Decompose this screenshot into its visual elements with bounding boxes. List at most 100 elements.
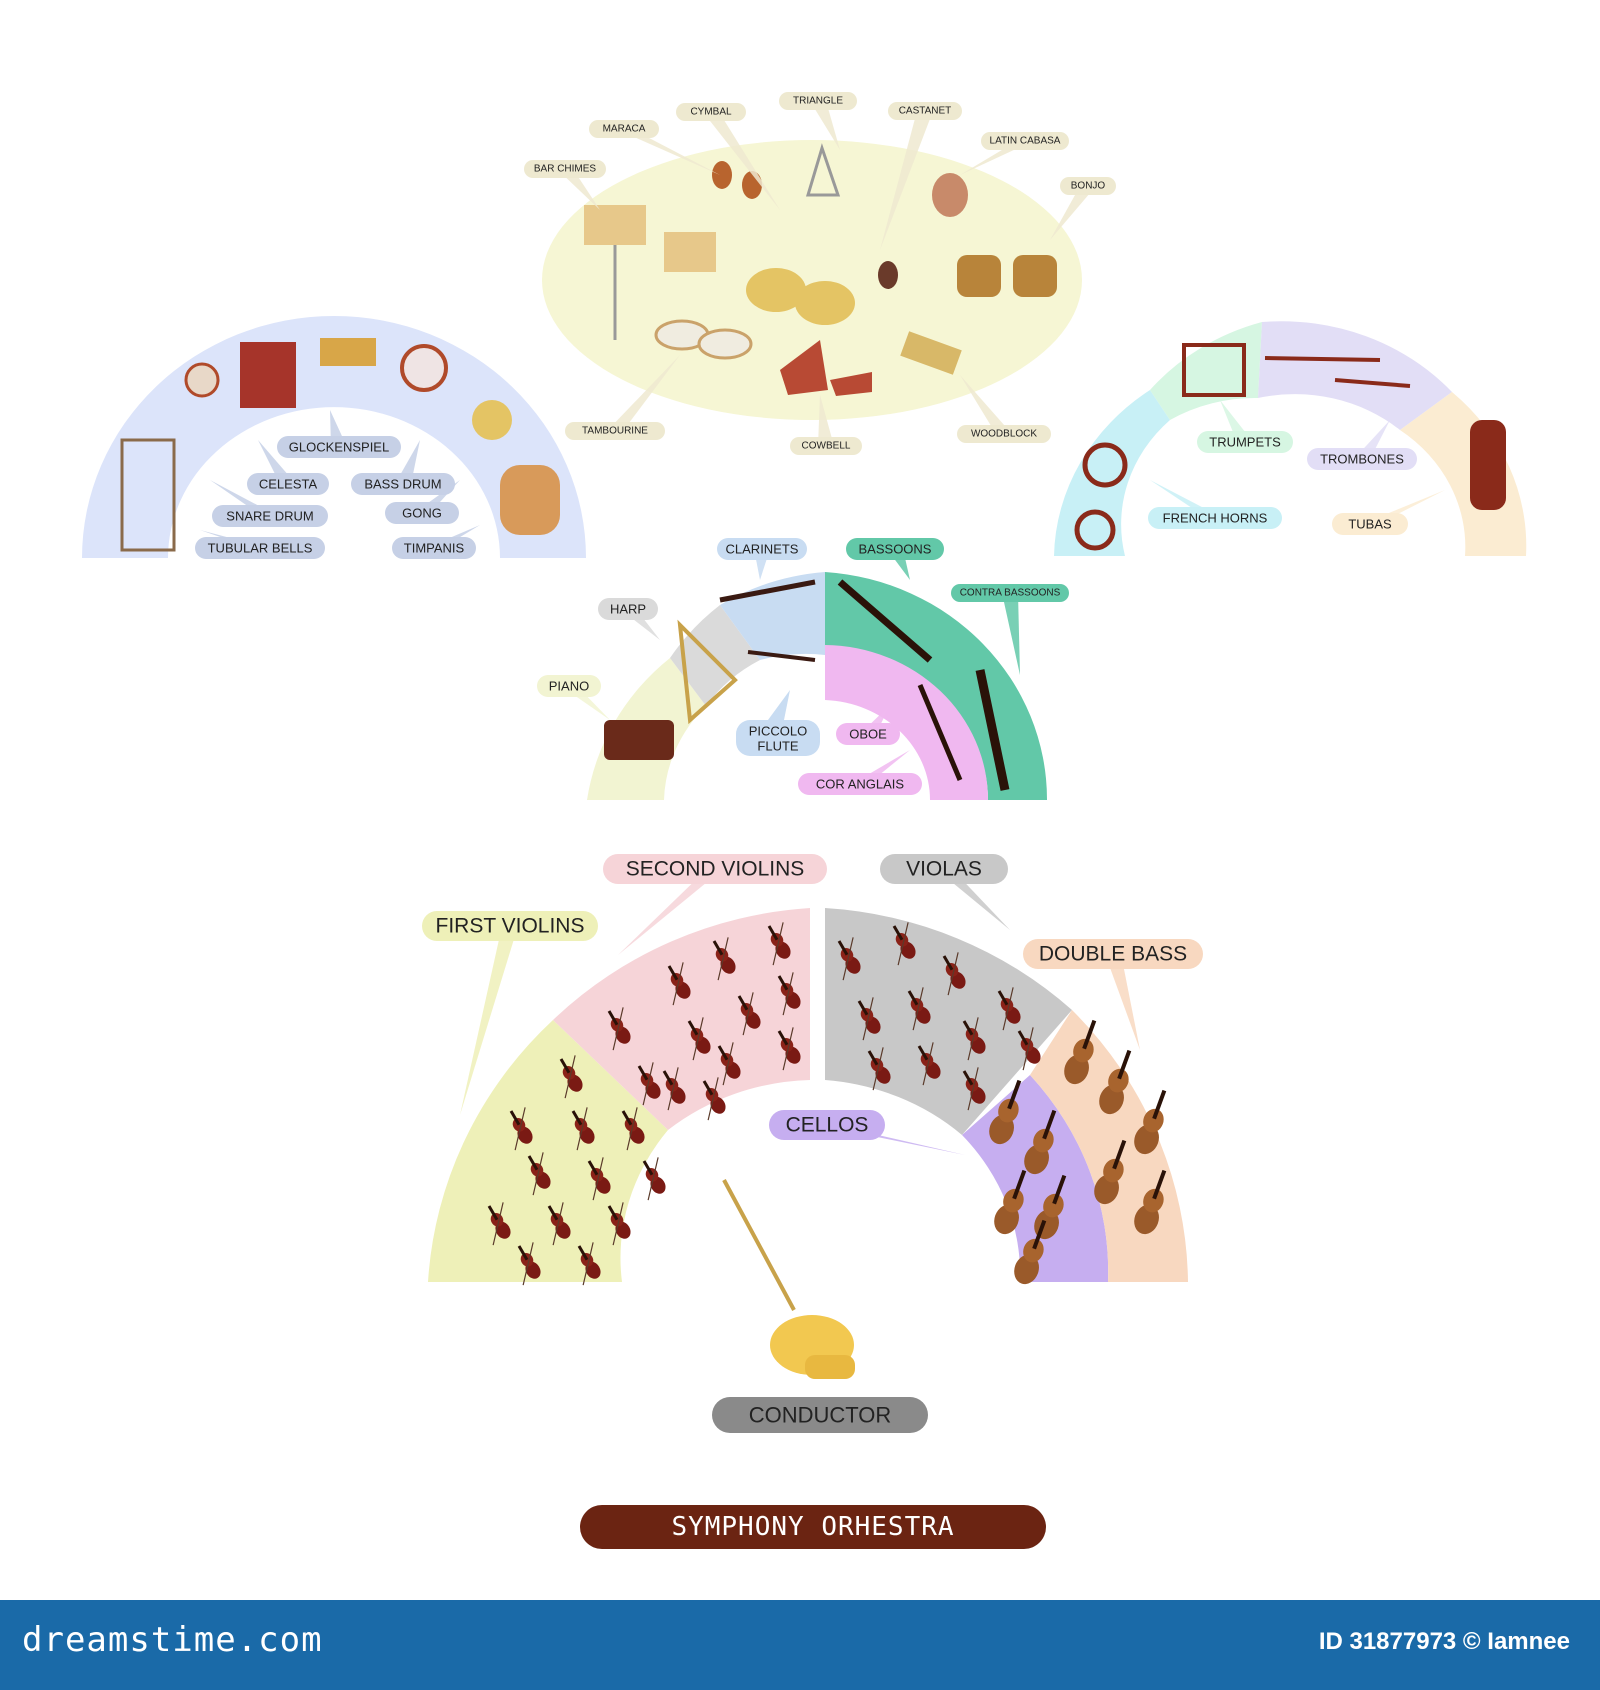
callout-pill bbox=[836, 723, 900, 745]
callout-pill bbox=[277, 436, 401, 458]
callout-trombones: TROMBONES bbox=[1307, 420, 1417, 470]
callout-pill bbox=[565, 422, 665, 440]
callout-tubular-bells: TUBULAR BELLS bbox=[195, 530, 325, 559]
callout-bar-chimes: BAR CHIMES bbox=[524, 160, 606, 210]
callout-text: FRENCH HORNS bbox=[1163, 511, 1268, 526]
image-id: ID 31877973 © Iamnee bbox=[1318, 1628, 1570, 1655]
callout-timpanis: TIMPANIS bbox=[392, 525, 480, 559]
callout-pill bbox=[589, 120, 659, 138]
callout-text: DOUBLE BASS bbox=[1039, 943, 1187, 966]
bassoons-illustration bbox=[837, 579, 933, 663]
callout-text: CELLOS bbox=[786, 1114, 869, 1137]
callout-bassoons: BASSOONS bbox=[846, 538, 944, 580]
trombones-illustration bbox=[1264, 356, 1381, 362]
callout-text: BAR CHIMES bbox=[534, 164, 597, 175]
callout-text: PIANO bbox=[549, 679, 589, 694]
callout-text: GLOCKENSPIEL bbox=[289, 440, 389, 455]
callout-text: BASSOONS bbox=[859, 542, 932, 557]
callout-pill bbox=[769, 1110, 885, 1140]
callout-pill bbox=[957, 425, 1051, 443]
callout-pill bbox=[598, 598, 658, 620]
callout-text: BASS DRUM bbox=[364, 477, 441, 492]
callout-latin-cabasa: LATIN CABASA bbox=[960, 132, 1069, 175]
percussion-section bbox=[542, 140, 1082, 420]
callout-first-violins: FIRST VIOLINS bbox=[422, 911, 598, 1115]
celesta-illustration bbox=[240, 342, 296, 408]
callout-text: CONDUCTOR bbox=[749, 1403, 892, 1428]
cowbell-illustration bbox=[780, 340, 828, 395]
callout-pill bbox=[676, 103, 746, 121]
callout-pill bbox=[1332, 513, 1408, 535]
callout-contra-bassoons: CONTRA BASSOONS bbox=[951, 584, 1069, 675]
woodblock-illustration bbox=[900, 331, 962, 375]
callout-text: TROMBONES bbox=[1320, 452, 1404, 467]
callout-text: MARACA bbox=[603, 124, 646, 135]
callout-pill bbox=[1060, 177, 1116, 195]
title-banner: SYMPHONY ORHESTRA bbox=[580, 1505, 1046, 1549]
callout-text: OBOE bbox=[849, 727, 887, 742]
tubular-bells-illustration bbox=[120, 438, 176, 552]
callout-pill bbox=[790, 437, 862, 455]
callout-text: FIRST VIOLINS bbox=[436, 915, 585, 938]
callout-woodblock: WOODBLOCK bbox=[957, 375, 1051, 443]
callout-triangle: TRIANGLE bbox=[779, 92, 857, 150]
label-layer: CYMBAL TRIANGLE CASTANET MARACA LATIN CABASA… bbox=[195, 92, 1445, 1433]
callout-conductor: CONDUCTOR bbox=[712, 1397, 928, 1433]
callout-pointer bbox=[936, 869, 1010, 930]
callout-cellos: CELLOS bbox=[769, 1110, 965, 1155]
timpanis-illustration bbox=[500, 465, 560, 535]
gong-illustration bbox=[472, 400, 512, 440]
callout-pill bbox=[392, 537, 476, 559]
callout-pill bbox=[1148, 507, 1282, 529]
callout-text: LATIN CABASA bbox=[990, 136, 1061, 147]
callout-double-bass: DOUBLE BASS bbox=[1023, 939, 1203, 1050]
callout-pill bbox=[537, 675, 601, 697]
callout-text: TAMBOURINE bbox=[582, 426, 648, 437]
woodwinds-arc bbox=[587, 572, 1048, 800]
callout-pill bbox=[1023, 939, 1203, 969]
callout-pill bbox=[712, 1397, 928, 1433]
callout-pointer bbox=[460, 926, 518, 1115]
callout-gong: GONG bbox=[385, 480, 460, 524]
callout-pill bbox=[603, 854, 827, 884]
callout-pointer bbox=[607, 355, 680, 431]
percussion-arc-left bbox=[82, 316, 586, 558]
callout-french-horns: FRENCH HORNS bbox=[1148, 480, 1282, 529]
callout-maraca: MARACA bbox=[589, 120, 720, 175]
triangle-illustration bbox=[805, 143, 841, 197]
callout-glockenspiel: GLOCKENSPIEL bbox=[277, 410, 401, 458]
callout-pill bbox=[888, 102, 962, 120]
callout-pill bbox=[717, 538, 807, 560]
callout-clarinets: CLARINETS bbox=[717, 538, 807, 580]
callout-text: SNARE DRUM bbox=[226, 509, 313, 524]
callout-text: SECOND VIOLINS bbox=[626, 858, 805, 881]
strings-arc bbox=[428, 908, 1188, 1288]
cymbal-illustration bbox=[746, 268, 806, 312]
callout-castanet: CASTANET bbox=[880, 102, 962, 250]
callout-pill bbox=[1307, 448, 1417, 470]
latin-cabasa-illustration bbox=[932, 173, 968, 217]
callout-text: CASTANET bbox=[899, 106, 952, 117]
callout-tambourine: TAMBOURINE bbox=[565, 355, 680, 440]
callout-pointer bbox=[703, 112, 780, 210]
tubas-illustration bbox=[1470, 420, 1506, 510]
callout-celesta: CELESTA bbox=[247, 440, 329, 495]
callout-pointer bbox=[616, 129, 720, 175]
callout-text: CYMBAL bbox=[690, 107, 732, 118]
callout-second-violins: SECOND VIOLINS bbox=[603, 854, 827, 955]
site-logo[interactable]: dreamstime.com bbox=[22, 1620, 323, 1660]
callout-text: FLUTE bbox=[757, 739, 799, 754]
callout-pill bbox=[846, 538, 944, 560]
callout-text: PICCOLO bbox=[749, 724, 808, 739]
callout-pill bbox=[880, 854, 1008, 884]
callout-pill bbox=[951, 584, 1069, 602]
contra-bassoons-illustration bbox=[975, 669, 1010, 791]
callout-pointer bbox=[557, 169, 600, 210]
callout-pill bbox=[779, 92, 857, 110]
callout-cor-anglais: COR ANGLAIS bbox=[798, 750, 922, 795]
harp-illustration bbox=[677, 619, 738, 725]
callout-text: TRIANGLE bbox=[793, 96, 843, 107]
french-horns-illustration bbox=[1082, 442, 1128, 488]
callout-cymbal: CYMBAL bbox=[676, 103, 780, 210]
callout-harp: HARP bbox=[598, 598, 660, 640]
